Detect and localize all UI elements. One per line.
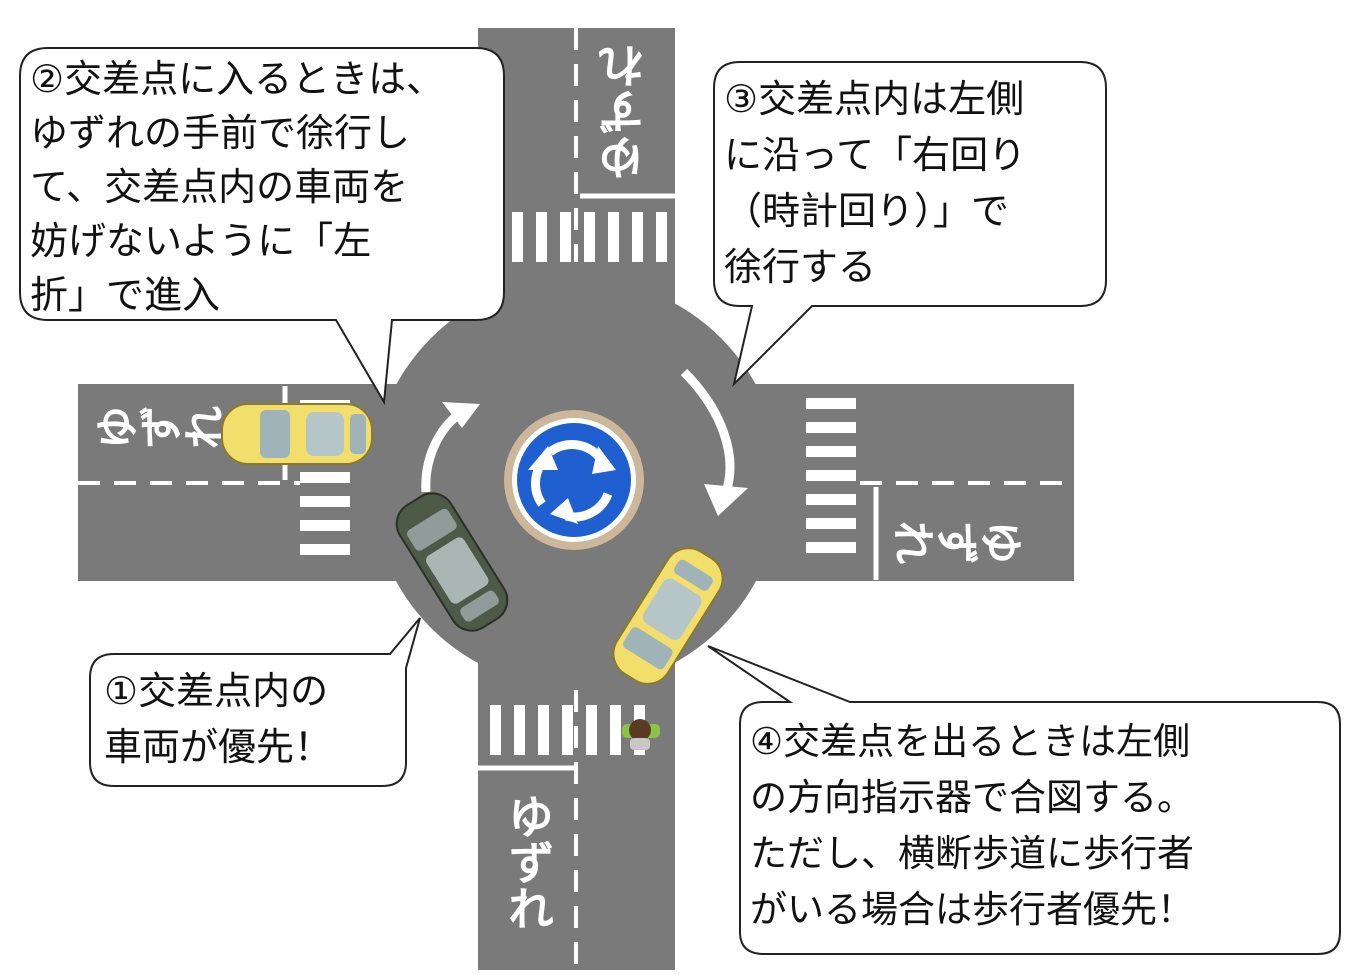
callout-4-line-1: ④交差点を出るときは左側 [750, 720, 1190, 763]
pedestrian-icon [622, 719, 660, 750]
entry-arrow-head [442, 402, 480, 428]
callout-1-bubble [89, 617, 421, 787]
crosswalk-north [512, 212, 667, 262]
car-yellow-west [221, 403, 373, 465]
callout-1-line-2: 車両が優先！ [104, 725, 332, 769]
car-yellow-exiting [612, 547, 724, 685]
car-dark-entering [395, 492, 509, 632]
callout-2-line-2: ゆずれの手前で徐行し [30, 111, 410, 155]
callout-3-line-1: ③交差点内は左側 [724, 77, 1024, 121]
callout-1: ①交差点内の 車両が優先！ [89, 617, 421, 787]
callout-2-line-4: 妨げないように「左 [30, 219, 371, 263]
callout-2-line-5: 折」で進入 [30, 273, 220, 317]
road-marking-east: ゆずれ [892, 513, 1024, 564]
road-marking-south: ゆずれ [501, 793, 555, 931]
road-marking-north: ゆずれ [597, 43, 651, 181]
callout-3-line-4: 徐行する [724, 245, 876, 289]
callout-3-line-3: （時計回り）」で [724, 189, 1009, 233]
callout-3-line-2: に沿って「右回り [724, 133, 1026, 177]
crosswalk-east [806, 398, 856, 553]
clockwise-arrow [680, 368, 735, 494]
flow-arrows [421, 368, 748, 516]
callout-2-bubble [19, 47, 505, 406]
callout-4-line-3: ただし、横断歩道に歩行者 [750, 832, 1194, 875]
callout-1-line-1: ①交差点内の [104, 669, 328, 713]
roundabout-sign-icon [504, 410, 644, 550]
callout-2-line-1: ②交差点に入るときは、 [30, 57, 444, 101]
callout-2: ②交差点に入るときは、 ゆずれの手前で徐行し て、交差点内の車両を 妨げないよう… [19, 47, 505, 406]
callout-4-bubble [707, 645, 1341, 955]
clockwise-arrow-head [704, 484, 748, 516]
crosswalks [300, 212, 856, 755]
callout-4-line-4: がいる場合は歩行者優先！ [750, 888, 1194, 931]
callout-2-line-3: て、交差点内の車両を [30, 165, 408, 209]
callout-3: ③交差点内は左側 に沿って「右回り （時計回り）」で 徐行する [713, 61, 1107, 388]
callout-4-line-2: の方向指示器で合図する。 [750, 776, 1194, 819]
road-marking-west: ゆずれ [94, 407, 226, 458]
callout-4: ④交差点を出るときは左側 の方向指示器で合図する。 ただし、横断歩道に歩行者 が… [707, 645, 1341, 955]
callout-3-bubble [713, 61, 1107, 388]
